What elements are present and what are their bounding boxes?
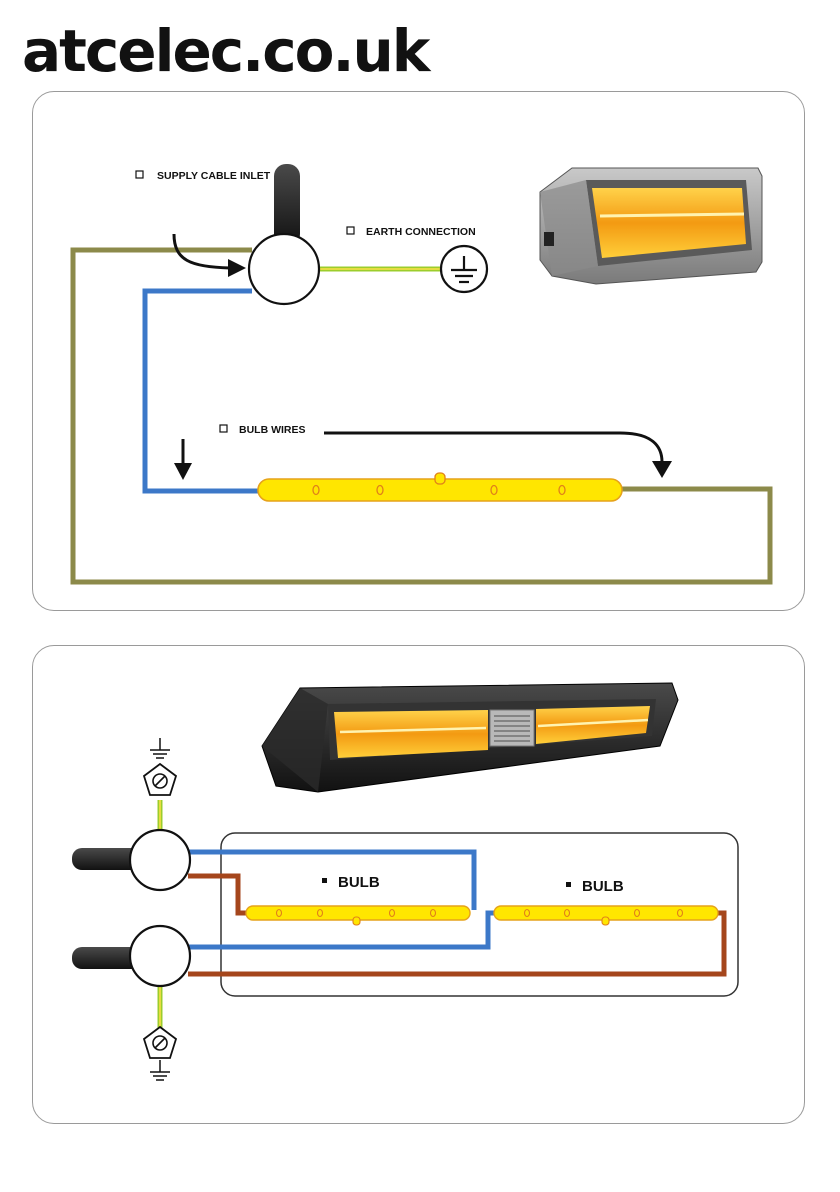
bulb-label-1: BULB (338, 874, 380, 891)
heater-image-black (262, 683, 678, 792)
bulb-wires-label-bullet (220, 425, 227, 432)
bulb-label-bullet-2 (566, 882, 571, 887)
bulb-label-2: BULB (582, 878, 624, 895)
earth-terminal-icon-bottom (144, 1027, 176, 1058)
supply-wire (73, 250, 770, 582)
bulb-wires-label: BULB WIRES (239, 424, 306, 436)
bulb-tube-left (246, 906, 470, 925)
supply-cable-inlet-label: SUPPLY CABLE INLET (157, 170, 271, 182)
earth-terminal-icon-top (144, 764, 176, 795)
earth-connection-label: EARTH CONNECTION (366, 226, 476, 238)
terminal-block (249, 234, 319, 304)
heater-image-silver (540, 168, 762, 284)
earth-label-bullet (347, 227, 354, 234)
earth-ground-icon-top (150, 738, 170, 758)
live-wire-1 (188, 876, 246, 913)
supply-label-bullet (136, 171, 143, 178)
terminal-block-1 (130, 830, 190, 890)
earth-symbol-icon (441, 246, 487, 292)
bulb-tube-right (494, 906, 718, 925)
neutral-wire-1 (188, 852, 474, 910)
bulb-label-bullet-1 (322, 878, 327, 883)
terminal-block-2 (130, 926, 190, 986)
bulb-tube-top (258, 473, 622, 501)
neutral-wire (145, 291, 258, 491)
bulb-wire-arrow-right (324, 433, 662, 462)
earth-ground-icon-bottom (150, 1060, 170, 1080)
live-wire-2 (188, 913, 724, 974)
